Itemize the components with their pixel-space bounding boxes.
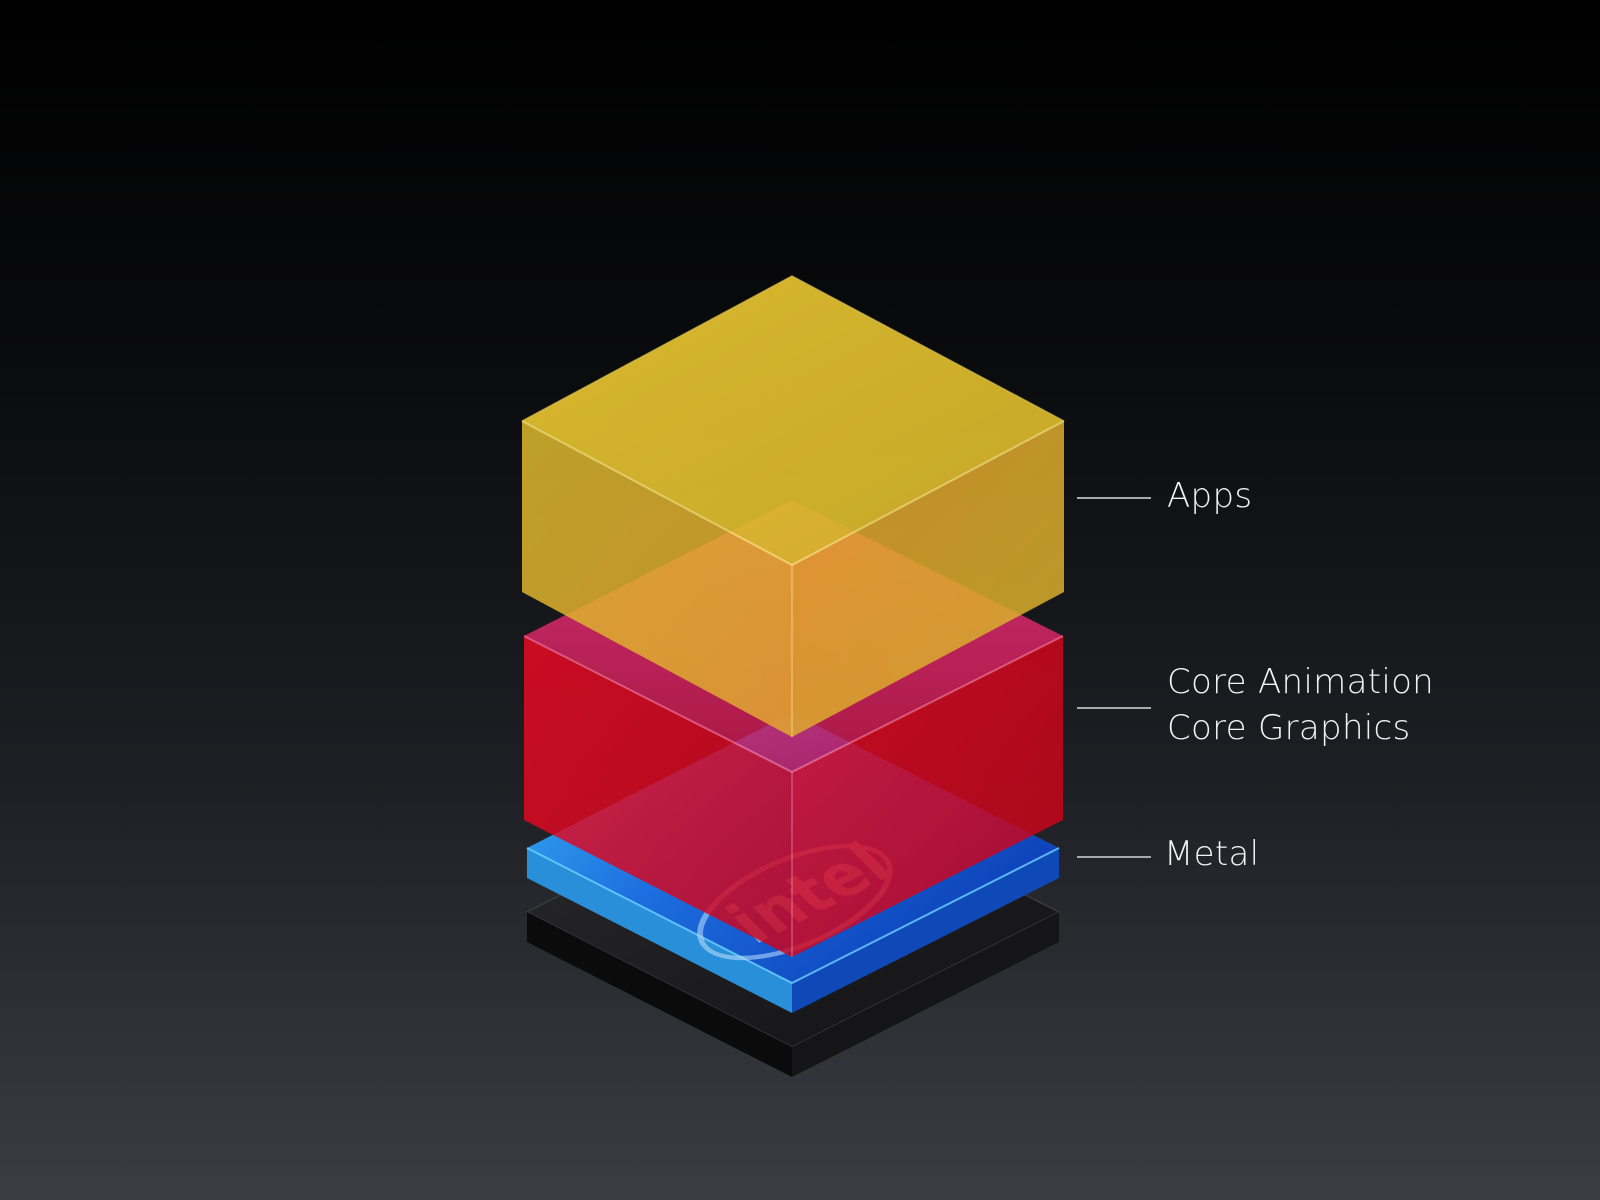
metal-label-text: Metal (1164, 834, 1260, 874)
metal-label: Metal (1164, 831, 1259, 877)
apps-leader-line (1077, 497, 1151, 499)
core-leader-line (1077, 707, 1151, 709)
metal-leader-line (1077, 856, 1151, 858)
core-graphics-label-text: Core Graphics (1167, 708, 1411, 748)
apps-label: Apps (1167, 473, 1252, 519)
apps-layer-block (521, 275, 1065, 737)
apps-label-text: Apps (1167, 476, 1253, 516)
core-animation-label-text: Core Animation (1167, 662, 1435, 702)
core-label: Core Animation Core Graphics (1167, 659, 1434, 751)
